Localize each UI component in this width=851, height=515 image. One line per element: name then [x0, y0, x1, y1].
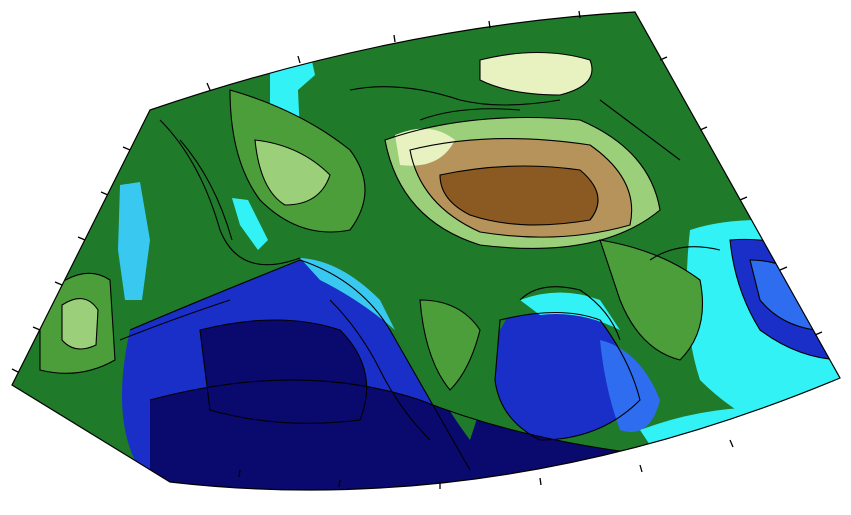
tick-mark	[11, 368, 19, 373]
contour-line	[254, 139, 331, 206]
contour-line	[229, 89, 366, 233]
contour-line	[519, 286, 621, 341]
tick-mark	[699, 126, 708, 131]
contour-line	[479, 52, 593, 96]
contour-line	[349, 86, 561, 106]
contour-line	[199, 319, 368, 424]
tick-mark	[393, 34, 396, 43]
tick-marks	[11, 10, 823, 489]
contour-line	[129, 259, 471, 471]
arabian-peak	[62, 298, 98, 349]
tick-mark	[54, 281, 63, 286]
contour-line	[159, 119, 301, 266]
contour-line	[409, 138, 633, 238]
iran-highland	[255, 140, 330, 205]
tick-mark	[338, 479, 341, 488]
deep-arabian-basin	[200, 320, 367, 424]
black-sea-area	[200, 45, 230, 75]
tick-mark	[729, 439, 734, 448]
contour-line	[149, 379, 651, 456]
contour-line	[494, 312, 641, 441]
contour-line	[61, 298, 99, 350]
contour-line	[179, 139, 233, 241]
contour-line	[119, 299, 231, 341]
tick-mark	[639, 464, 643, 473]
tian-shan-highland	[480, 52, 592, 95]
tick-mark	[814, 331, 823, 336]
contour-line	[599, 99, 681, 161]
tick-mark	[297, 55, 301, 64]
tick-mark	[238, 469, 241, 478]
malay-ocean-margin	[600, 340, 660, 432]
map-border	[11, 10, 841, 491]
indochina	[600, 240, 703, 360]
contour-line	[419, 299, 481, 391]
persian-gulf	[232, 198, 268, 250]
tick-mark	[206, 82, 211, 91]
tick-mark	[77, 236, 86, 241]
deccan-upland	[420, 300, 480, 390]
tick-mark	[779, 266, 788, 271]
contour-line	[439, 165, 599, 226]
tibet-high-plateau	[440, 166, 598, 225]
tick-mark	[122, 146, 131, 151]
tick-mark	[739, 196, 748, 201]
red-sea	[118, 182, 150, 300]
contour-line	[384, 116, 661, 249]
frame-outline	[11, 11, 841, 491]
contour-line	[599, 239, 703, 361]
tick-mark	[539, 477, 542, 486]
tick-mark	[32, 326, 41, 331]
contour-line	[419, 108, 521, 121]
contour-line	[649, 246, 721, 261]
tick-mark	[100, 191, 109, 196]
contour-line	[329, 299, 431, 441]
tick-mark	[659, 56, 668, 61]
tick-mark	[578, 10, 581, 19]
arabian-sea-shelf	[300, 258, 395, 330]
tick-mark	[488, 20, 491, 29]
